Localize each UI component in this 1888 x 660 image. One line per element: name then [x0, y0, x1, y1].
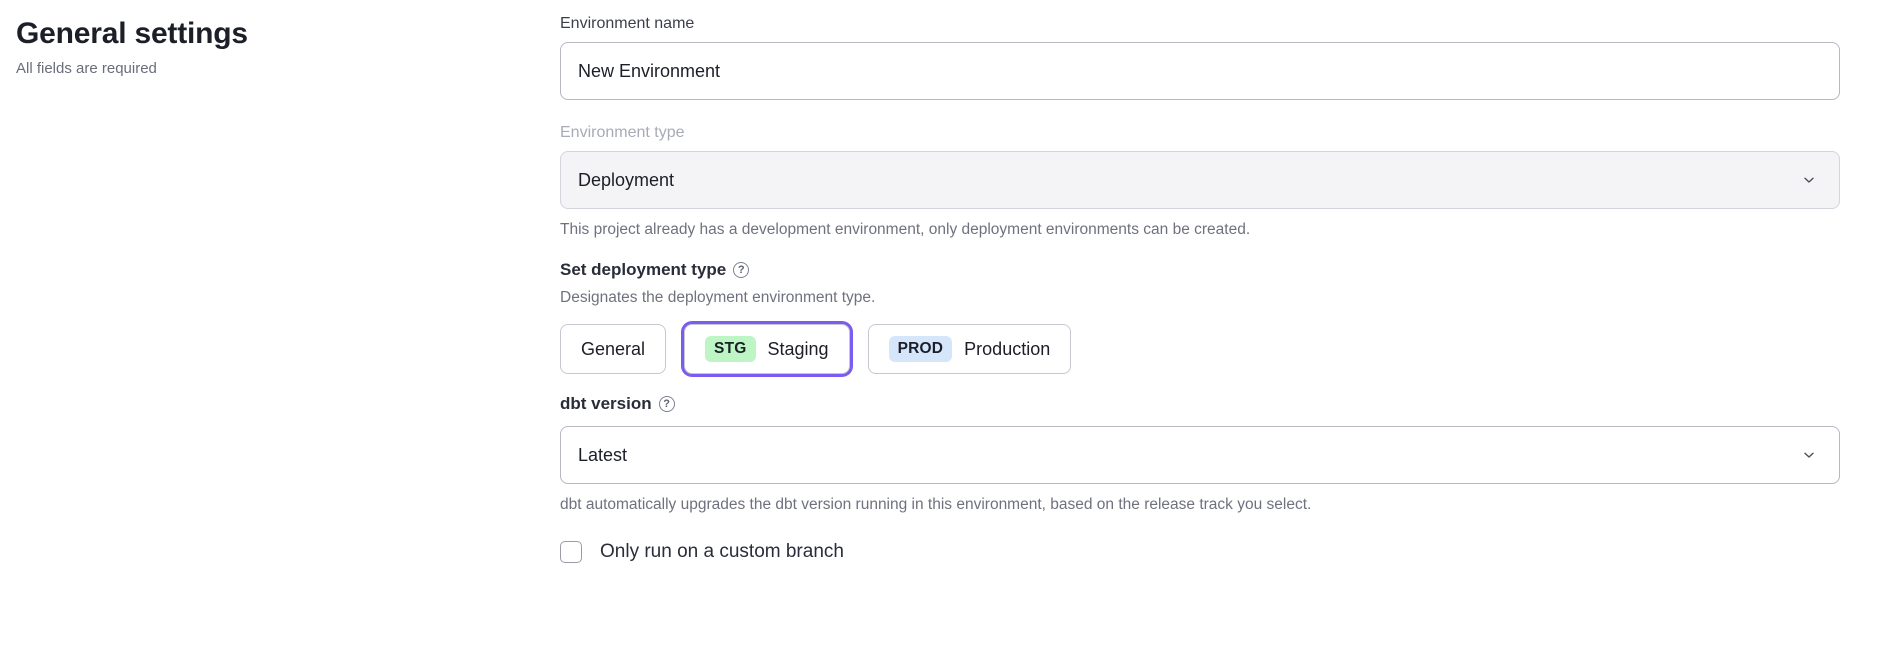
deployment-type-option-staging-label: Staging — [767, 339, 829, 359]
deployment-type-option-staging[interactable]: STG Staging — [684, 324, 850, 374]
help-circle-icon[interactable]: ? — [733, 262, 750, 278]
page-title: General settings — [16, 17, 248, 50]
page-header: General settings All fields are required — [16, 14, 516, 80]
page-subtitle: All fields are required — [16, 60, 157, 77]
environment-name-field: Environment name New Environment — [560, 12, 1840, 100]
custom-branch-checkbox[interactable] — [560, 541, 582, 563]
help-circle-icon[interactable]: ? — [658, 396, 675, 412]
deployment-type-heading: Set deployment type ? — [560, 258, 1840, 282]
general-settings-form: Environment name New Environment Environ… — [560, 12, 1840, 565]
dbt-version-value: Latest — [578, 445, 628, 465]
staging-tag: STG — [705, 336, 756, 362]
chevron-down-icon — [1802, 448, 1816, 462]
production-tag: PROD — [888, 336, 953, 362]
environment-type-help: This project already has a development e… — [560, 221, 1251, 238]
dbt-version-heading: dbt version ? — [560, 392, 1840, 416]
deployment-type-options: General STG Staging PROD Production — [560, 324, 1840, 374]
custom-branch-row[interactable]: Only run on a custom branch — [560, 539, 1840, 565]
dbt-version-field: dbt version ? Latest dbt automatically u… — [560, 392, 1840, 517]
deployment-type-description: Designates the deployment environment ty… — [560, 289, 876, 306]
environment-type-select[interactable]: Deployment — [560, 151, 1840, 209]
dbt-version-title: dbt version — [560, 394, 652, 413]
environment-name-input[interactable]: New Environment — [560, 42, 1840, 100]
deployment-type-option-general[interactable]: General — [560, 324, 667, 374]
environment-type-value: Deployment — [578, 170, 675, 190]
deployment-type-option-general-label: General — [581, 339, 646, 359]
deployment-type-field: Set deployment type ? Designates the dep… — [560, 258, 1840, 374]
environment-name-label: Environment name — [560, 15, 695, 32]
custom-branch-label: Only run on a custom branch — [600, 541, 844, 562]
dbt-version-help: dbt automatically upgrades the dbt versi… — [560, 496, 1312, 513]
deployment-type-option-production[interactable]: PROD Production — [867, 324, 1072, 374]
environment-type-label: Environment type — [560, 124, 685, 141]
chevron-down-icon — [1802, 173, 1816, 187]
environment-type-field: Environment type Deployment This project… — [560, 121, 1840, 242]
dbt-version-select[interactable]: Latest — [560, 426, 1840, 484]
deployment-type-title: Set deployment type — [560, 260, 727, 279]
deployment-type-option-production-label: Production — [964, 339, 1051, 359]
environment-name-value: New Environment — [578, 61, 721, 81]
